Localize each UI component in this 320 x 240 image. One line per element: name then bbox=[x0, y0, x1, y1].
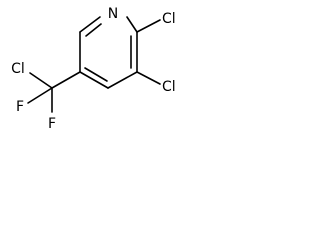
atom-label-f-1: F bbox=[16, 99, 24, 115]
chemical-structure: N Cl Cl Cl F F bbox=[11, 6, 176, 132]
bond-c6-n1 bbox=[79, 16, 101, 33]
bond-c4-c5-double bbox=[84, 67, 108, 82]
bond-c2-cl bbox=[136, 19, 161, 33]
atom-label-cl-3: Cl bbox=[162, 79, 176, 95]
bond-c6-n1-double bbox=[85, 23, 102, 37]
atom-label-n: N bbox=[108, 6, 118, 22]
bond-c3-cl bbox=[136, 71, 161, 85]
bond-n1-c2 bbox=[126, 16, 138, 33]
bond-c-cl bbox=[29, 72, 53, 89]
atom-label-cl-methyl: Cl bbox=[11, 61, 25, 77]
bonds bbox=[27, 16, 161, 113]
atom-label-f-2: F bbox=[48, 116, 56, 132]
bond-c-f1 bbox=[27, 87, 53, 104]
atom-label-cl-2: Cl bbox=[162, 11, 176, 27]
bond-c5-cf2cl bbox=[51, 71, 81, 89]
bond-c3-c4 bbox=[107, 71, 138, 89]
bond-c4-c5 bbox=[79, 71, 109, 89]
atom-labels: N Cl Cl Cl F F bbox=[11, 6, 176, 132]
